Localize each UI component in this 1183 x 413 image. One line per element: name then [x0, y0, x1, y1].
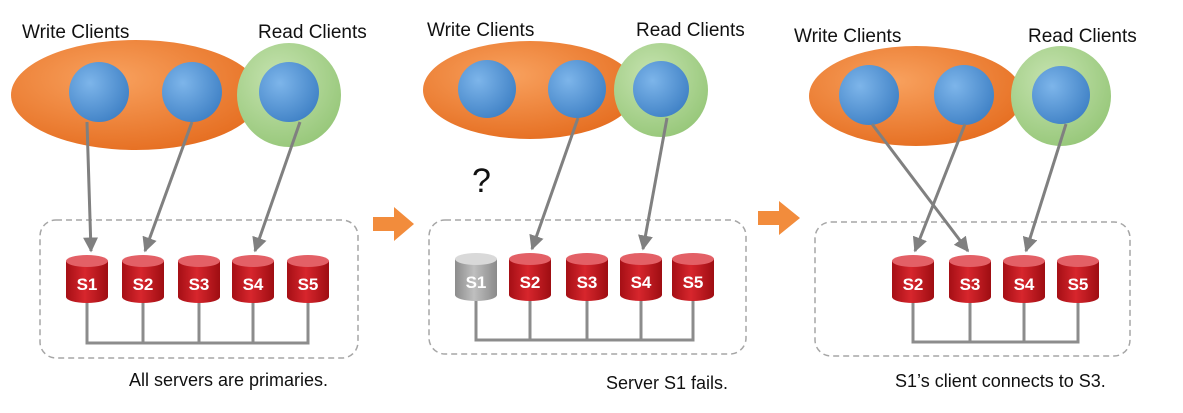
read-clients-label: Read Clients [1028, 26, 1137, 47]
write-client-2 [934, 65, 994, 125]
server-s3: S3 [949, 255, 991, 303]
connection-arrow [529, 117, 580, 251]
read-clients-label: Read Clients [636, 20, 745, 41]
server-label: S5 [298, 275, 319, 294]
next-step-arrow-icon [758, 201, 800, 235]
server-s2: S2 [509, 253, 551, 301]
panel-1: Write Clients Read Clients S1 S2 S3 S4 [11, 22, 367, 390]
server-s4: S4 [1003, 255, 1045, 303]
next-step-arrow-icon [373, 207, 414, 241]
write-client-1 [839, 65, 899, 125]
server-s5: S5 [672, 253, 714, 301]
connection-arrow [870, 123, 970, 253]
server-s4: S4 [620, 253, 662, 301]
server-label: S5 [683, 273, 704, 292]
server-s2: S2 [122, 255, 164, 303]
connection-arrow [638, 117, 669, 251]
caption: All servers are primaries. [129, 370, 328, 390]
server-s5: S5 [1057, 255, 1099, 303]
question-mark: ? [472, 162, 491, 200]
cluster-boundary [814, 221, 1131, 357]
server-s3: S3 [566, 253, 608, 301]
read-client [633, 61, 689, 117]
cluster-boundary [428, 219, 747, 355]
connection-arrow [83, 121, 99, 253]
connection-arrow [252, 121, 302, 253]
server-links [474, 298, 695, 342]
server-label: S5 [1068, 275, 1089, 294]
server-label: S2 [903, 275, 924, 294]
server-s3: S3 [178, 255, 220, 303]
write-client-1 [458, 60, 516, 118]
server-s1-failed: S1 [455, 253, 497, 301]
server-s2: S2 [892, 255, 934, 303]
read-client [259, 62, 319, 122]
connection-arrow [912, 123, 967, 253]
server-label: S3 [189, 275, 210, 294]
connection-arrow [142, 121, 194, 253]
panel-2: Write Clients Read Clients ? S1 S2 S3 S [423, 20, 747, 393]
server-links [85, 300, 310, 345]
server-links [911, 300, 1080, 344]
server-label: S4 [243, 275, 264, 294]
server-label: S4 [1014, 275, 1035, 294]
write-clients-label: Write Clients [794, 26, 901, 47]
server-label: S3 [577, 273, 598, 292]
caption: S1’s client connects to S3. [895, 371, 1106, 391]
write-client-2 [548, 60, 606, 118]
server-s4: S4 [232, 255, 274, 303]
write-clients-label: Write Clients [427, 20, 534, 41]
server-label: S3 [960, 275, 981, 294]
write-clients-label: Write Clients [22, 22, 129, 43]
server-s1: S1 [66, 255, 108, 303]
write-client-2 [162, 62, 222, 122]
server-label: S1 [466, 273, 487, 292]
write-clients-group [11, 40, 261, 150]
panel-3: Write Clients Read Clients S2 S3 S4 S5 [794, 26, 1137, 391]
write-client-1 [69, 62, 129, 122]
server-label: S1 [77, 275, 98, 294]
read-client [1032, 66, 1090, 124]
cluster-boundary [39, 219, 359, 359]
server-s5: S5 [287, 255, 329, 303]
server-label: S2 [520, 273, 541, 292]
server-label: S2 [133, 275, 154, 294]
caption: Server S1 fails. [606, 373, 728, 393]
connection-arrow [1022, 123, 1068, 253]
read-clients-label: Read Clients [258, 22, 367, 43]
server-label: S4 [631, 273, 652, 292]
